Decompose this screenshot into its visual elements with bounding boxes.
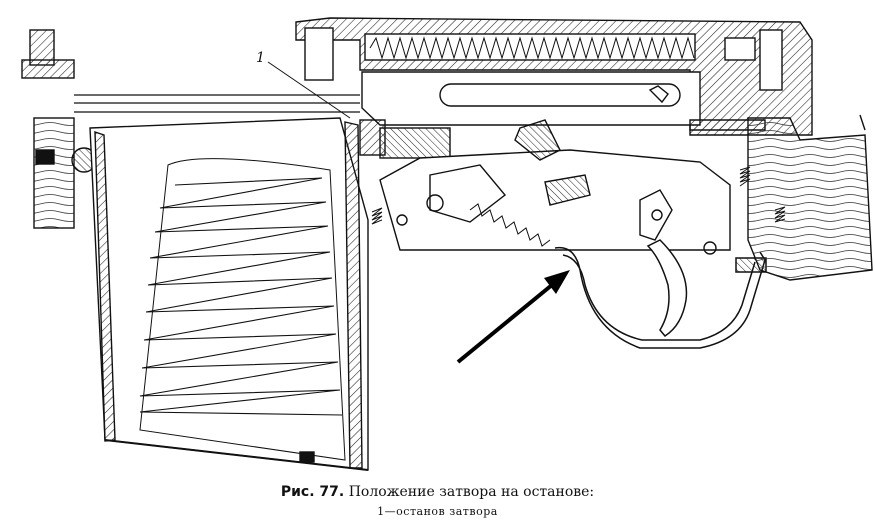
figure-caption: Рис. 77. Положение затвора на останове: xyxy=(0,484,875,500)
front-block xyxy=(21,29,97,229)
front-spring xyxy=(371,207,383,225)
callout-label-1: 1 xyxy=(256,50,265,66)
barrel-lines xyxy=(74,94,360,113)
trigger-guard xyxy=(554,239,767,349)
rear-spring xyxy=(739,166,751,187)
rifle-receiver-cutaway-drawing: 1 xyxy=(21,17,873,471)
caption-prefix: Рис. 77. xyxy=(280,484,345,500)
legend-text: 1—останов затвора xyxy=(377,505,498,518)
hammer-spring xyxy=(469,203,551,247)
receiver-walls xyxy=(359,119,766,159)
pointer-arrow xyxy=(456,270,570,364)
bolt-carrier xyxy=(361,71,701,126)
magazine-spring xyxy=(139,177,343,416)
top-cover xyxy=(295,17,813,136)
recoil-spring xyxy=(369,36,695,60)
magazine xyxy=(89,117,369,471)
trigger-mechanism xyxy=(371,119,751,255)
caption-title: Положение затвора на останове: xyxy=(348,484,595,500)
bolt-stop-callout: 1 xyxy=(256,50,351,119)
stock xyxy=(747,114,873,281)
figure-legend: 1—останов затвора xyxy=(0,505,875,518)
